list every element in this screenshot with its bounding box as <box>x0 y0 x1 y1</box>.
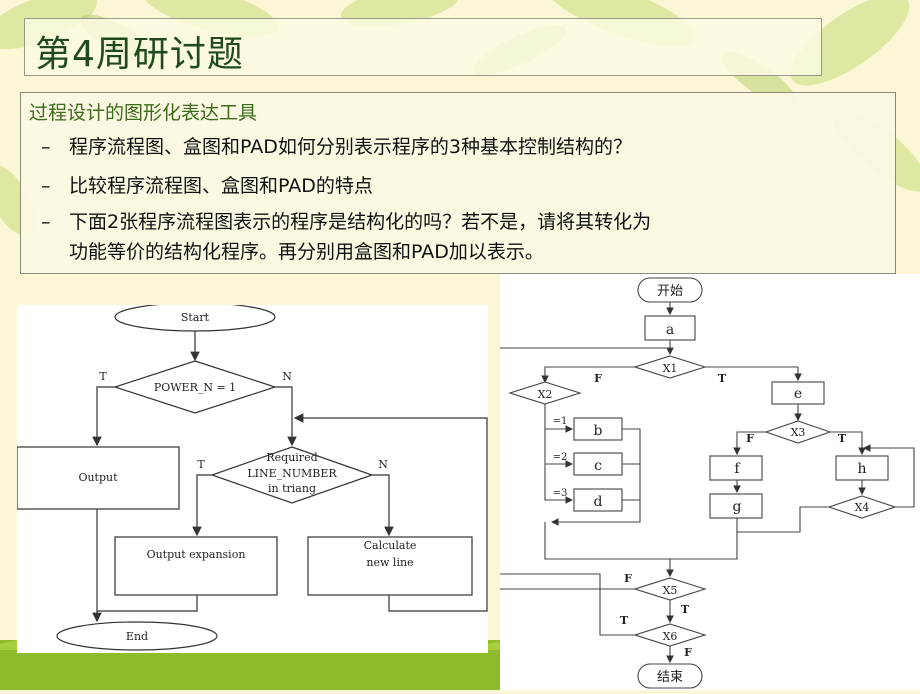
case2-label: =2 <box>553 452 568 463</box>
content-box: 过程设计的图形化表达工具 – 程序流程图、盒图和PAD如何分别表示程序的3种基本… <box>20 92 896 274</box>
decision-x3 <box>764 420 832 444</box>
bullet-text: 下面2张程序流程图表示的程序是结构化的吗？若不是，请将其转化为 <box>69 211 652 233</box>
x6-true-label: T <box>620 614 629 627</box>
x1-label: X1 <box>663 362 678 375</box>
decision-power <box>113 360 277 414</box>
x1-false-label: F <box>594 372 602 385</box>
box-g-label: g <box>733 499 742 515</box>
decision2-line1: Required <box>266 451 317 464</box>
decision2-line2: LINE_NUMBER <box>247 467 337 480</box>
box-g <box>709 493 763 519</box>
box-d-label: d <box>594 494 603 510</box>
x5-label: X5 <box>663 584 678 597</box>
x3-true-label: T <box>838 432 847 445</box>
x6-false-label: F <box>684 646 692 659</box>
section-heading: 过程设计的图形化表达工具 <box>29 102 258 124</box>
box-c-label: c <box>594 458 602 474</box>
output-label: Output <box>78 471 118 484</box>
decision1-label: POWER_N = 1 <box>154 381 236 394</box>
t2-label: T <box>197 458 205 471</box>
box-a-label: a <box>666 322 674 338</box>
bullet-continuation: 功能等价的结构化程序。再分别用盒图和PAD加以表示。 <box>69 237 544 267</box>
bullet-dash: – <box>41 211 51 233</box>
bullet-text: 功能等价的结构化程序。再分别用盒图和PAD加以表示。 <box>69 241 544 263</box>
x6-label: X6 <box>663 630 678 643</box>
output-box <box>16 446 180 510</box>
decision-x1 <box>633 355 707 379</box>
x1-true-label: T <box>718 372 727 385</box>
flowchart-right-diagram: 开始 a X1 F T X2 e X3 F T f g h X4 b c d =… <box>500 277 915 689</box>
box-b-label: b <box>594 423 603 439</box>
decision-line-number <box>210 446 374 504</box>
t1-label: T <box>99 370 107 383</box>
bullet-dash: – <box>41 175 51 197</box>
start-label: Start <box>181 311 210 324</box>
calculate-line2: new line <box>366 556 413 569</box>
box-h-label: h <box>857 461 866 477</box>
x2-label: X2 <box>538 388 553 401</box>
end-node-label: 结束 <box>657 670 683 685</box>
bullet-item: – 下面2张程序流程图表示的程序是结构化的吗？若不是，请将其转化为 <box>41 207 652 237</box>
flowchart-left-diagram: Start POWER_N = 1 T N Required LINE_NUMB… <box>16 302 488 651</box>
decision2-line3: in triang <box>268 482 316 495</box>
bullet-text: 比较程序流程图、盒图和PAD的特点 <box>69 175 373 197</box>
title-box: 第4周研讨题 <box>24 18 822 76</box>
box-f-label: f <box>734 461 741 477</box>
calculate-box <box>307 536 473 596</box>
x5-true-label: T <box>681 603 690 616</box>
slide-title: 第4周研讨题 <box>35 34 244 75</box>
output-expansion-label: Output expansion <box>147 548 246 561</box>
end-terminal <box>56 621 218 651</box>
bullet-dash: – <box>41 136 51 158</box>
start-node-label: 开始 <box>657 284 683 299</box>
output-expansion-box <box>114 536 278 596</box>
n2-label: N <box>378 458 388 471</box>
case3-label: =3 <box>553 488 568 499</box>
decision-x4 <box>827 495 897 519</box>
calculate-line1: Calculate <box>364 539 417 552</box>
x3-false-label: F <box>746 432 754 445</box>
box-a <box>644 315 696 341</box>
x5-false-label: F <box>624 572 632 585</box>
bullet-item: – 比较程序流程图、盒图和PAD的特点 <box>41 171 373 201</box>
box-f <box>709 455 763 481</box>
end-label: End <box>126 630 148 643</box>
box-e-label: e <box>794 386 802 402</box>
x3-label: X3 <box>791 426 806 439</box>
flowchart-left: Start POWER_N = 1 T N Required LINE_NUMB… <box>16 302 488 653</box>
bullet-item: – 程序流程图、盒图和PAD如何分别表示程序的3种基本控制结构的？ <box>41 132 632 162</box>
x4-label: X4 <box>855 501 870 514</box>
case1-label: =1 <box>553 416 568 427</box>
end-node <box>637 663 703 689</box>
bullet-text: 程序流程图、盒图和PAD如何分别表示程序的3种基本控制结构的？ <box>69 136 632 158</box>
n1-label: N <box>282 370 292 383</box>
flowchart-right: 开始 a X1 F T X2 e X3 F T f g h X4 b c d =… <box>500 274 920 690</box>
